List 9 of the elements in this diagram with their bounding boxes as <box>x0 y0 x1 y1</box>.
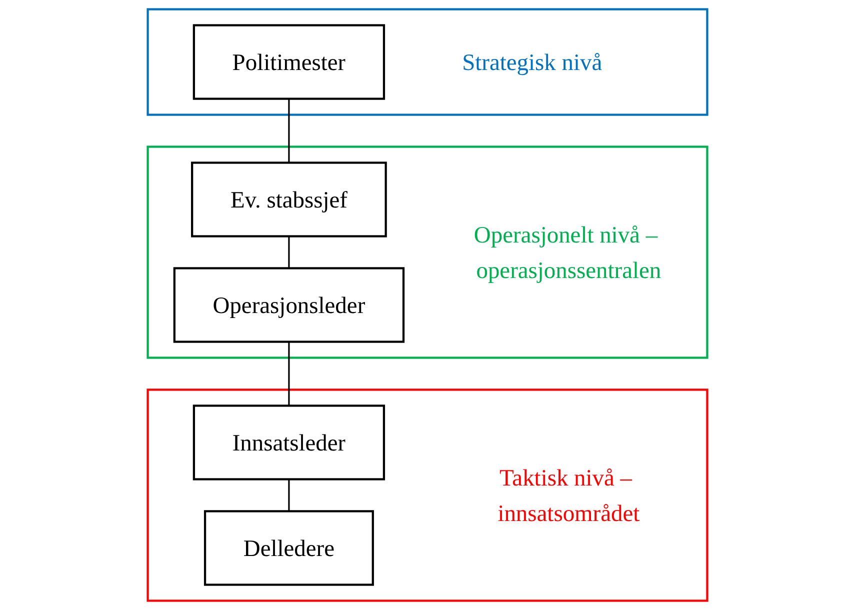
node-box: Operasjonsleder <box>173 267 405 343</box>
connector <box>288 98 290 163</box>
connector <box>288 342 290 406</box>
connector <box>288 479 290 512</box>
node-box: Ev. stabssjef <box>191 162 387 238</box>
node-box: Innsatsleder <box>192 404 386 480</box>
node-box: Delledere <box>204 510 374 586</box>
connector <box>288 236 290 268</box>
node-box: Politimester <box>192 24 386 100</box>
